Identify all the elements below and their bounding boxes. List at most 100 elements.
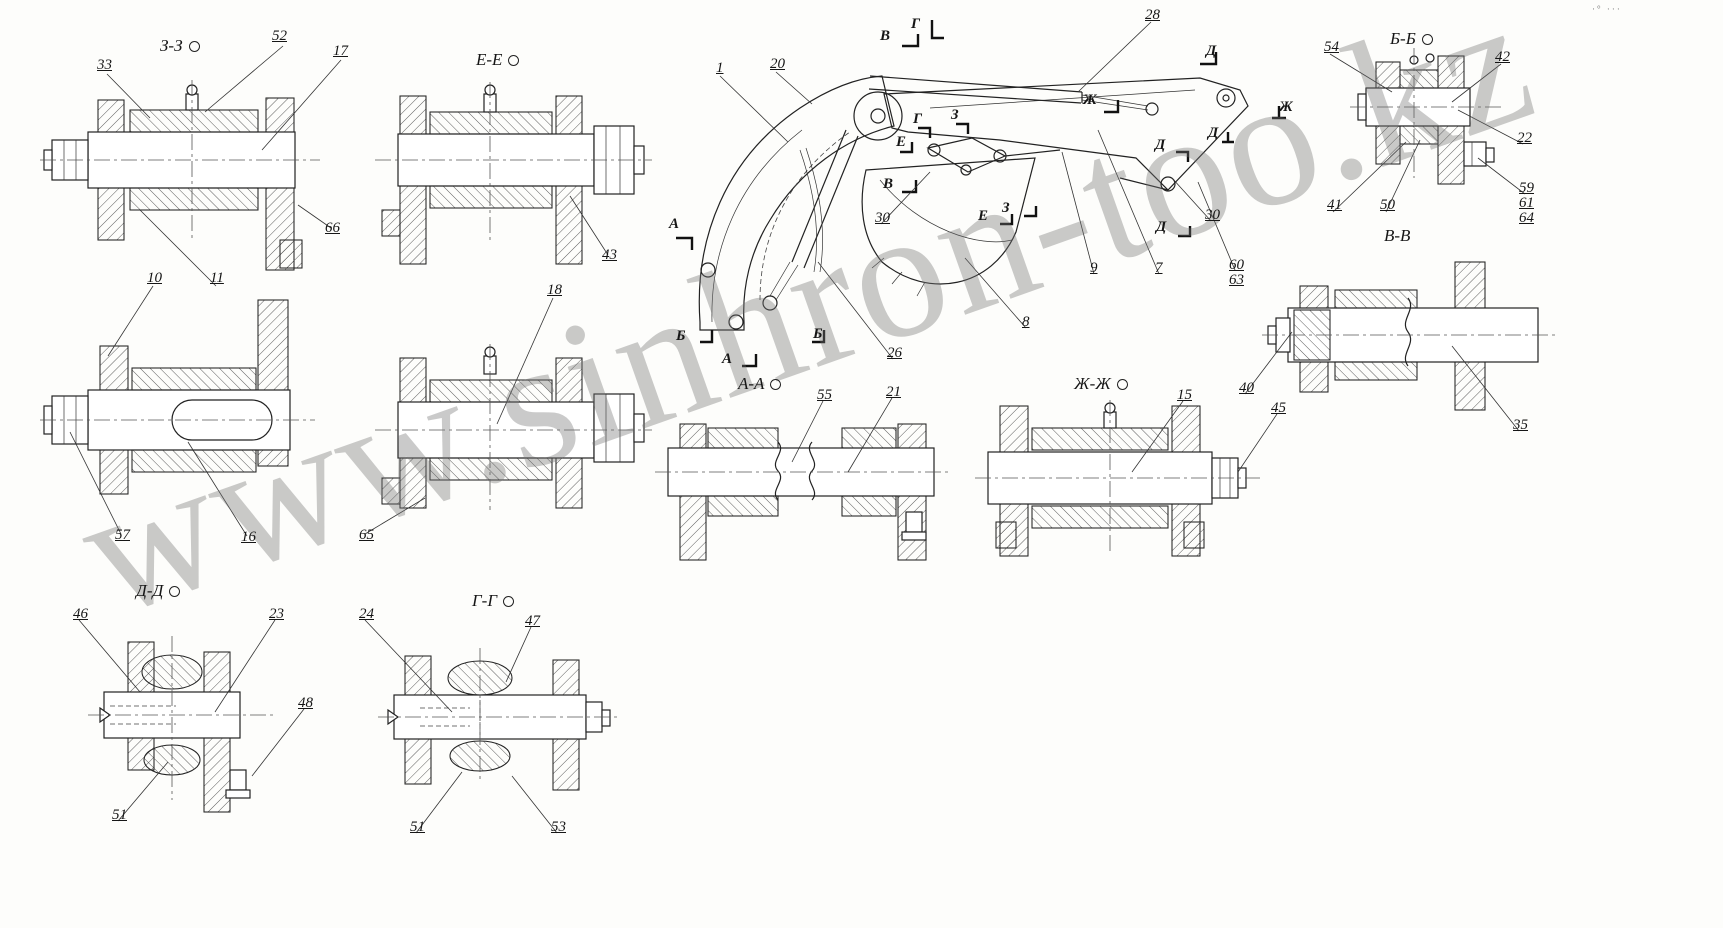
part-callout-45: 45 — [1271, 400, 1286, 416]
cut-letter-v-bottom: В — [883, 176, 894, 192]
section-label-a-a: А-А — [738, 374, 782, 394]
part-callout-7: 7 — [1155, 260, 1163, 276]
surface-finish-circle — [188, 40, 200, 52]
part-callout-50: 50 — [1380, 197, 1395, 213]
part-callout-28: 28 — [1145, 7, 1160, 23]
part-callout-17: 17 — [333, 43, 348, 59]
part-callout-30-b: 30 — [1205, 207, 1220, 223]
part-callout-11: 11 — [210, 270, 224, 286]
cut-letter-b-left: Б — [676, 328, 686, 344]
cut-letter-zh-right: Ж — [1279, 99, 1293, 115]
section-view-d-d-drawing — [88, 636, 275, 813]
part-callout-35: 35 — [1513, 417, 1528, 433]
surface-finish-circle — [1116, 378, 1128, 390]
part-callout-55: 55 — [817, 387, 832, 403]
section-label-zh-zh: Ж-Ж — [1074, 374, 1128, 394]
part-callout-15: 15 — [1177, 387, 1192, 403]
cut-letter-z-mid: З — [951, 107, 959, 123]
section-label-g-g: Г-Г — [472, 591, 515, 611]
cut-letter-g-mid: Г — [913, 111, 923, 127]
section-label-text: А-А — [738, 374, 765, 393]
part-callout-46: 46 — [73, 606, 88, 622]
section-label-text: Д-Д — [136, 581, 164, 600]
cut-letter-d-bottom: Д — [1156, 219, 1167, 235]
section-label-text: Ж-Ж — [1074, 374, 1111, 393]
section-label-text: Е-Е — [476, 50, 503, 69]
section-view-g-g-drawing — [378, 648, 620, 791]
leader-lines — [69, 21, 1526, 834]
cut-letter-a-bottom: А — [722, 351, 733, 367]
cut-letter-g-top: Г — [911, 16, 921, 32]
corner-mark: ·° ··· — [1592, 4, 1622, 14]
part-callout-48: 48 — [298, 695, 313, 711]
part-callout-1: 1 — [716, 60, 724, 76]
part-callout-47: 47 — [525, 613, 540, 629]
cut-letter-zh-left: Ж — [1083, 92, 1097, 108]
part-callout-26: 26 — [887, 345, 902, 361]
section-view-fork-pin-drawing — [40, 299, 315, 495]
part-callout-52: 52 — [272, 28, 287, 44]
cut-letter-z-bottom: З — [1002, 200, 1010, 216]
surface-finish-circle — [1421, 33, 1433, 45]
section-label-d-d: Д-Д — [136, 581, 181, 601]
part-callout-63: 63 — [1229, 272, 1244, 288]
section-label-text: В-В — [1384, 226, 1411, 245]
cut-letter-d-mid-b: Д — [1208, 125, 1219, 141]
part-callout-18: 18 — [547, 282, 562, 298]
section-label-b-b: Б-Б — [1390, 29, 1433, 49]
part-callout-66: 66 — [325, 220, 340, 236]
cut-letter-b-right: Б — [813, 326, 823, 342]
part-callout-51-a: 51 — [112, 807, 127, 823]
part-callout-59: 59 — [1519, 180, 1534, 196]
main-assembly-drawing — [698, 75, 1249, 331]
part-callout-51-b: 51 — [410, 819, 425, 835]
part-callout-54: 54 — [1324, 39, 1339, 55]
part-callout-41: 41 — [1327, 197, 1342, 213]
section-view-b-b-drawing — [1350, 48, 1505, 185]
surface-finish-circle — [169, 585, 181, 597]
part-callout-43: 43 — [602, 247, 617, 263]
section-view-v-v-drawing — [1262, 261, 1555, 411]
section-label-text: Б-Б — [1390, 29, 1416, 48]
part-callout-30-a: 30 — [875, 210, 890, 226]
part-callout-60: 60 — [1229, 257, 1244, 273]
section-view-18-drawing — [375, 344, 652, 510]
section-view-e-e-drawing — [375, 82, 652, 265]
part-callout-21: 21 — [886, 384, 901, 400]
cut-letter-a-left: А — [669, 216, 680, 232]
part-callout-57: 57 — [115, 527, 130, 543]
section-label-text: Г-Г — [472, 591, 498, 610]
part-callout-33: 33 — [97, 57, 112, 73]
surface-finish-circle — [508, 54, 520, 66]
part-callout-40: 40 — [1239, 380, 1254, 396]
section-view-a-a-drawing — [655, 423, 950, 561]
part-callout-65: 65 — [359, 527, 374, 543]
section-label-v-v: В-В — [1384, 226, 1410, 246]
part-callout-64: 64 — [1519, 210, 1534, 226]
part-callout-10: 10 — [147, 270, 162, 286]
part-callout-20: 20 — [770, 56, 785, 72]
section-label-text: З-З — [160, 36, 183, 55]
part-callout-61: 61 — [1519, 195, 1534, 211]
section-view-zh-zh-drawing — [975, 400, 1260, 557]
cut-letter-e-left: Е — [896, 134, 907, 150]
section-view-z-z-drawing — [40, 80, 320, 271]
section-label-e-e: Е-Е — [476, 50, 520, 70]
cut-letter-d-mid-a: Д — [1155, 137, 1166, 153]
cut-letter-v-top: В — [880, 28, 891, 44]
surface-finish-circle — [503, 595, 515, 607]
part-callout-23: 23 — [269, 606, 284, 622]
part-callout-8: 8 — [1022, 314, 1030, 330]
part-callout-42: 42 — [1495, 49, 1510, 65]
part-callout-53: 53 — [551, 819, 566, 835]
cut-letter-e-bottom: Е — [978, 208, 989, 224]
cut-letter-d-top: Д — [1206, 43, 1217, 59]
section-label-z-z: З-З — [160, 36, 200, 56]
surface-finish-circle — [770, 378, 782, 390]
part-callout-16: 16 — [241, 529, 256, 545]
part-callout-24: 24 — [359, 606, 374, 622]
part-callout-9: 9 — [1090, 260, 1098, 276]
part-callout-22: 22 — [1517, 130, 1532, 146]
